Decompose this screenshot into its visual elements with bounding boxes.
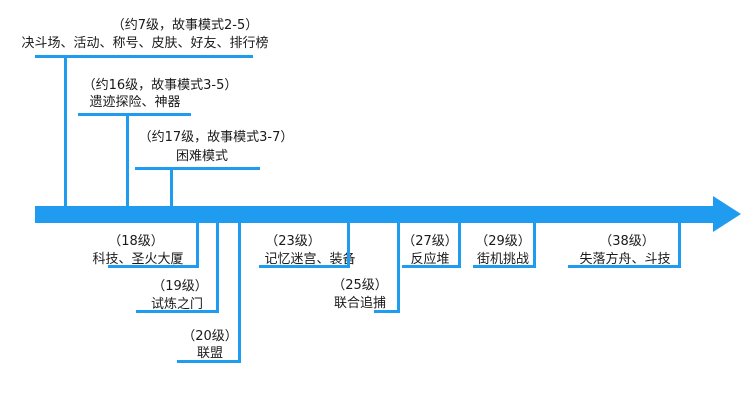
milestone-underline (177, 360, 241, 363)
milestone-condition: （约16级，故事模式3-5） (82, 78, 238, 93)
milestone-level: （18级） (108, 234, 164, 249)
timeline-axis (35, 206, 715, 223)
milestone-connector (397, 222, 400, 313)
milestone-features: 遗迹探险、神器 (89, 95, 181, 110)
milestone-features: 记忆迷宫、装备 (264, 252, 356, 267)
milestone-connector (216, 222, 219, 313)
milestone-underline (135, 167, 260, 170)
milestone-connector (170, 167, 173, 208)
milestone-underline (259, 265, 350, 268)
milestone-features: 联盟 (196, 346, 223, 361)
milestone-features: 困难模式 (175, 149, 228, 164)
milestone-level: （19级） (152, 279, 208, 294)
milestone-underline (78, 113, 191, 116)
milestone-connector (347, 222, 350, 267)
milestone-features: 反应堆 (410, 252, 450, 267)
milestone-level: （38级） (599, 234, 655, 249)
milestone-level: （27级） (402, 234, 458, 249)
timeline-arrowhead (713, 196, 741, 232)
milestone-features: 科技、圣火大厦 (92, 252, 184, 267)
milestone-connector (238, 222, 241, 363)
milestone-connector (64, 55, 67, 208)
milestone-underline (568, 265, 681, 268)
milestone-underline (35, 55, 253, 58)
milestone-underline (374, 310, 400, 313)
milestone-level: （23级） (265, 234, 321, 249)
milestone-connector (126, 113, 129, 208)
milestone-level: （25级） (332, 278, 388, 293)
milestone-features: 失落方舟、斗技 (579, 252, 671, 267)
milestone-connector (458, 222, 461, 267)
milestone-connector (678, 222, 681, 267)
milestone-condition: （约7级，故事模式2-5） (111, 18, 259, 33)
milestone-level: （20级） (182, 329, 238, 344)
milestone-level: （29级） (475, 234, 531, 249)
milestone-underline (108, 265, 199, 268)
milestone-underline (402, 265, 461, 268)
milestone-connector (533, 222, 536, 267)
milestone-features: 试炼之门 (150, 297, 203, 312)
milestone-features: 联合追捕 (333, 296, 386, 311)
milestone-underline (136, 310, 219, 313)
milestone-features: 街机挑战 (476, 252, 529, 267)
milestone-underline (473, 265, 536, 268)
milestone-condition: （约17级，故事模式3-7） (138, 130, 294, 145)
milestone-features: 决斗场、活动、称号、皮肤、好友、排行榜 (21, 36, 269, 51)
milestone-connector (196, 222, 199, 267)
